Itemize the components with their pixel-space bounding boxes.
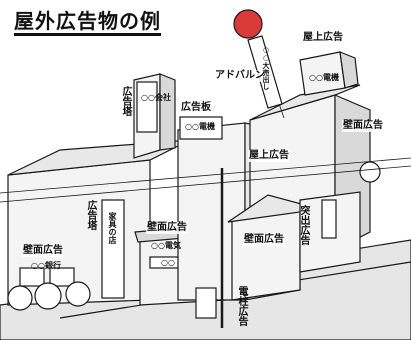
pole-ad-sign <box>195 287 217 319</box>
rooftop-ad-box-side <box>339 51 359 89</box>
ad-balloon <box>233 9 263 39</box>
rooftop-ad-top-label: 屋上広告 <box>302 32 344 44</box>
rooftop-ad-mid-label: 屋上広告 <box>248 150 290 162</box>
billboard-label: 広告板 <box>180 102 212 114</box>
balloon-banner-text: ○○大売出し <box>262 46 270 90</box>
wall-ad-right-label: 壁面広告 <box>342 120 384 132</box>
power-line-2 <box>0 165 411 203</box>
tower-sign-text: ○○会社 <box>141 93 171 102</box>
billboard-sign-text: ○○電機 <box>185 122 215 131</box>
rooftop-sign-text: ○○電機 <box>309 73 339 82</box>
tower-sign-board <box>136 81 158 133</box>
ad-tower-label: 広告塔 <box>120 86 131 116</box>
protruding-sign <box>321 199 337 239</box>
right-building-roof <box>249 84 361 121</box>
wall-sign-left-text: ○○銀行 <box>31 261 61 270</box>
vertical-shop-text: 家具の店 <box>108 212 117 244</box>
tree-3 <box>65 281 91 307</box>
wall-sign-center-text: ○○電気 <box>151 241 181 250</box>
left-window-1 <box>19 267 45 287</box>
tower-building-side <box>159 73 176 151</box>
wall-ad-small-label: 壁面広告 <box>243 234 285 246</box>
protruding-ad-label: 突出広告 <box>298 205 309 245</box>
page-title: 屋外広告物の例 <box>14 10 161 36</box>
billboard-frame <box>179 116 223 140</box>
pole-ad-label: 電柱広告 <box>236 286 247 326</box>
store-sign-text: ○○ <box>161 258 175 267</box>
vertical-shop-sign <box>101 199 125 299</box>
tree-2 <box>34 282 62 310</box>
wall-ad-left-label: 壁面広告 <box>22 245 64 257</box>
left-window-2 <box>49 267 75 287</box>
ad-tower-lower-label: 広告塔 <box>85 200 96 230</box>
tree-4 <box>359 161 381 183</box>
ad-balloon-label: アドバルン <box>214 70 266 82</box>
tree-1 <box>7 285 33 311</box>
wall-ad-center-label: 壁面広告 <box>146 222 188 234</box>
power-line-1 <box>0 157 411 194</box>
